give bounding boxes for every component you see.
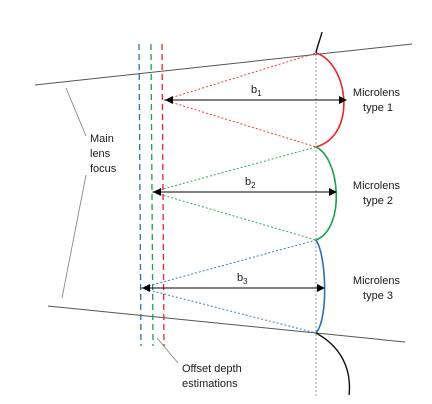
microlens-type3-label: Microlens type 3	[353, 275, 403, 302]
focus-leader-top	[65, 87, 87, 137]
bottom-boundary-ray	[47, 305, 406, 343]
cone1-bottom	[163, 99, 317, 148]
cone2-top	[151, 146, 317, 193]
cone3-bottom	[140, 287, 317, 334]
lens-edge-top	[315, 31, 323, 54]
microlens-type3-arc	[315, 239, 326, 334]
distance-label-b2: b2	[245, 176, 256, 190]
focus-leader-bottom	[61, 174, 87, 299]
offset-depth-label: Offset depth estimations	[182, 363, 245, 390]
lens-edge-bottom	[315, 332, 351, 396]
offset-line-blue	[138, 43, 142, 347]
cone2-bottom	[151, 191, 317, 241]
microlens-type2-arc	[315, 146, 338, 241]
cone1-top	[163, 52, 317, 101]
offset-line-green	[150, 43, 154, 347]
main-lens-focus-label: Main lens focus	[90, 133, 117, 175]
cone3-top	[140, 239, 317, 289]
microlens-type1-label: Microlens type 1	[353, 87, 403, 114]
offset-leader	[156, 337, 179, 364]
top-boundary-ray	[34, 43, 413, 86]
distance-label-b1: b1	[251, 84, 262, 98]
microlens-type2-label: Microlens type 2	[353, 180, 403, 207]
distance-label-b3: b3	[237, 272, 248, 286]
